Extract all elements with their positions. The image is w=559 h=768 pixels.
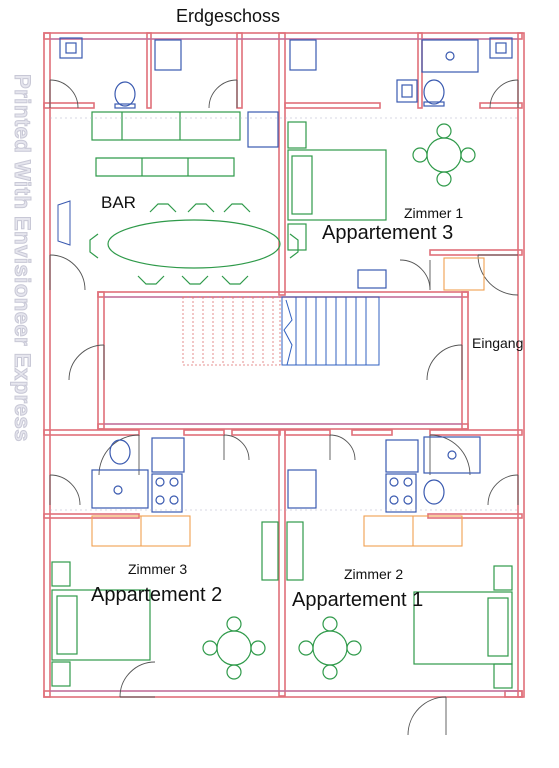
watermark-text: Printed With Envisioneer Express xyxy=(10,74,36,443)
window-left xyxy=(57,200,71,246)
guide-lines xyxy=(50,117,518,511)
doors xyxy=(49,79,519,736)
room-label-zimmer-3: Zimmer 3 xyxy=(128,561,188,577)
room-label-appartement-2: Appartement 2 xyxy=(91,584,223,606)
room-label-zimmer-1: Zimmer 1 xyxy=(404,205,464,221)
kitchen-counters xyxy=(91,257,485,547)
room-label-appartement-3: Appartement 3 xyxy=(322,222,454,244)
room-label-zimmer-2: Zimmer 2 xyxy=(344,566,404,582)
staircase-up xyxy=(182,296,281,366)
furniture xyxy=(51,111,513,689)
staircase-down xyxy=(281,296,380,366)
room-label-bar: BAR xyxy=(101,193,136,212)
room-label-appartement-1: Appartement 1 xyxy=(292,589,424,611)
room-label-eingang: Eingang xyxy=(472,335,524,351)
floor-title: Erdgeschoss xyxy=(176,6,281,26)
fixtures xyxy=(59,37,513,513)
